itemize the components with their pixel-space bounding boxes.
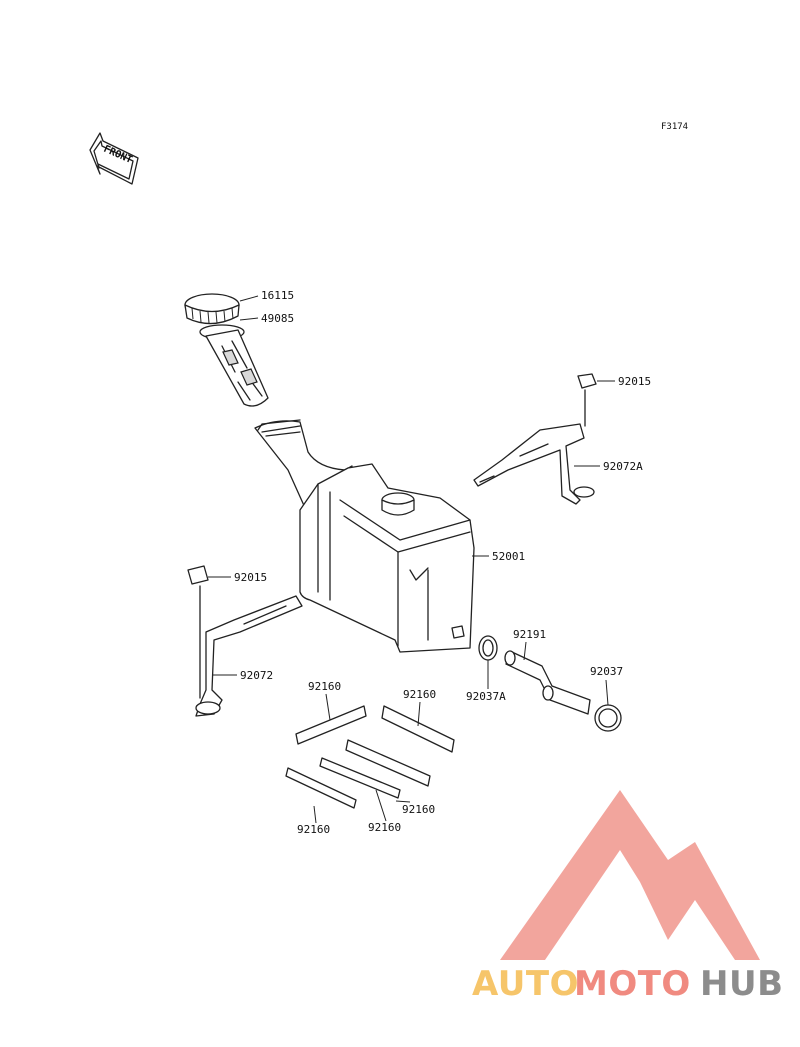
watermark-moto: MOTO bbox=[574, 964, 691, 1004]
watermark-auto: AUTO bbox=[472, 964, 579, 1004]
front-arrow-icon: FRONT bbox=[89, 132, 139, 185]
fuel-filter bbox=[199, 324, 269, 407]
hose-assembly bbox=[478, 635, 622, 732]
rubber-pads bbox=[285, 705, 455, 809]
label-92072A: 92072A bbox=[603, 460, 643, 473]
label-92072: 92072 bbox=[240, 669, 273, 682]
label-92160-a: 92160 bbox=[308, 680, 341, 693]
fuel-cap bbox=[184, 293, 240, 325]
bracket-left bbox=[187, 565, 303, 717]
label-92160-e: 92160 bbox=[368, 821, 401, 834]
label-92037A: 92037A bbox=[466, 690, 506, 703]
watermark-logo: AUTO MOTO HUB bbox=[472, 790, 783, 1004]
label-92160-d: 92160 bbox=[297, 823, 330, 836]
diagram-ref-code: F3174 bbox=[661, 122, 688, 132]
logo-triangle-icon bbox=[500, 790, 760, 960]
label-16115: 16115 bbox=[261, 289, 294, 302]
label-92015-top: 92015 bbox=[618, 375, 651, 388]
label-92160-b: 92160 bbox=[403, 688, 436, 701]
label-49085: 49085 bbox=[261, 312, 294, 325]
bracket-right bbox=[473, 373, 597, 505]
label-92015-left: 92015 bbox=[234, 571, 267, 584]
label-92191: 92191 bbox=[513, 628, 546, 641]
label-92037: 92037 bbox=[590, 665, 623, 678]
label-92160-c: 92160 bbox=[402, 803, 435, 816]
part-labels: 16115 49085 92015 92072A 52001 92015 921… bbox=[208, 289, 651, 836]
logo-inner-triangle-icon bbox=[588, 870, 646, 928]
watermark-hub: HUB bbox=[700, 964, 783, 1004]
label-52001: 52001 bbox=[492, 550, 525, 563]
fuel-tank bbox=[254, 419, 475, 653]
